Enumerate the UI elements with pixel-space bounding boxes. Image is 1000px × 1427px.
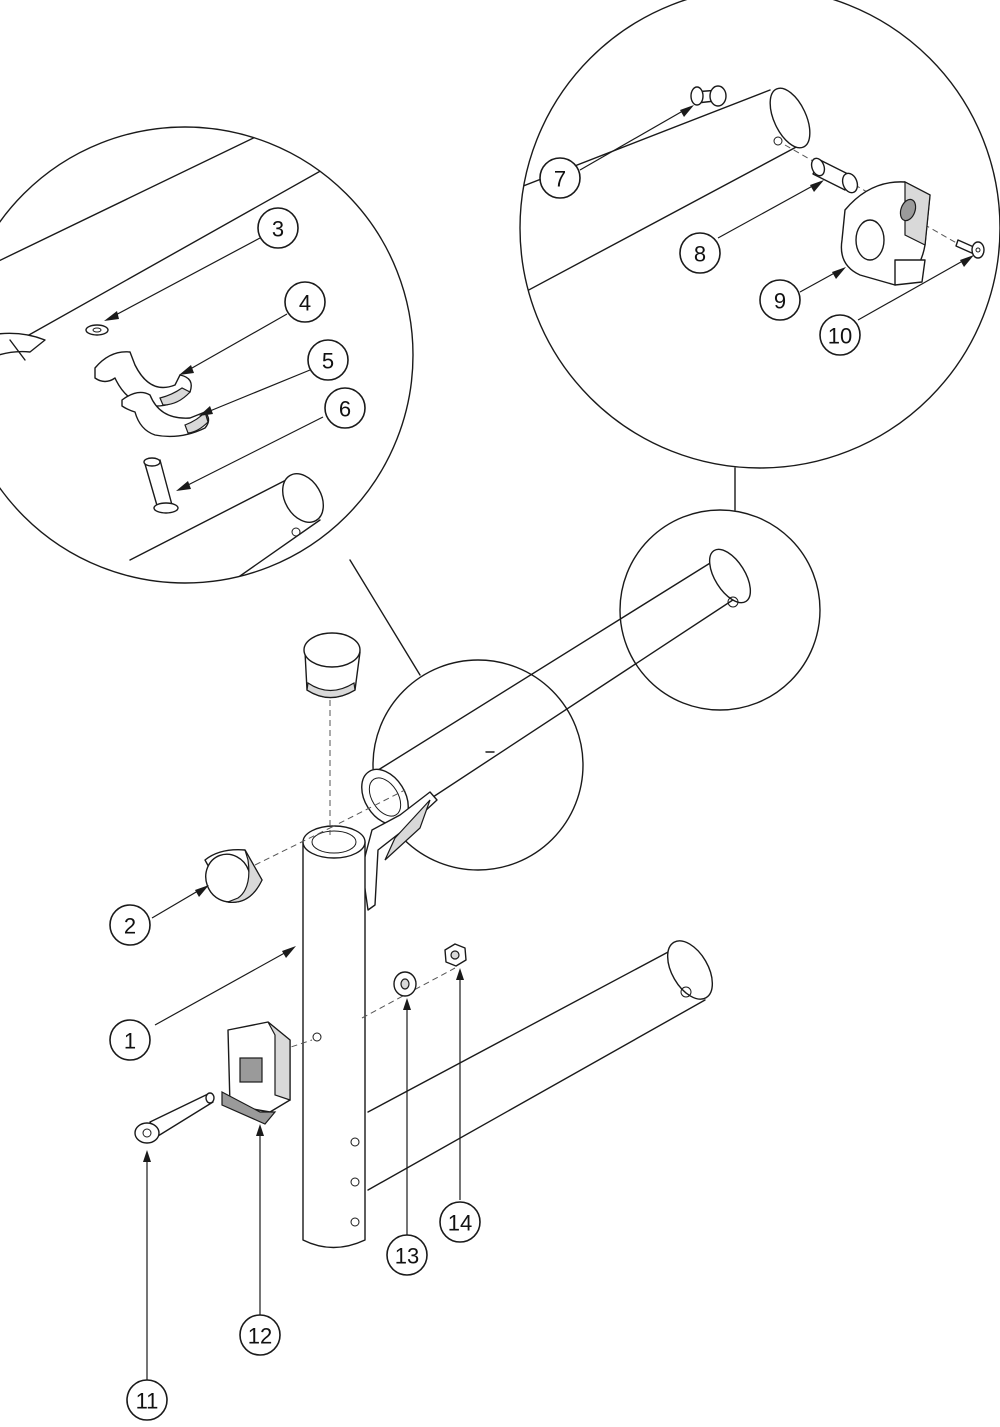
left-detail-view: [0, 126, 414, 584]
callout-3: 3: [257, 207, 299, 249]
part-4-clamp: [94, 351, 192, 407]
part-13-washer: [393, 971, 417, 997]
callout-7: 7: [539, 157, 581, 199]
part-14-nut: [444, 943, 467, 967]
main-assembly: [134, 548, 752, 1382]
part-9-clamp-block: [840, 181, 931, 286]
svg-text:12: 12: [248, 1324, 272, 1349]
svg-text:1: 1: [124, 1029, 136, 1054]
tube-cap-top: [303, 632, 361, 699]
svg-text:4: 4: [299, 291, 311, 316]
svg-text:7: 7: [554, 167, 566, 192]
svg-text:10: 10: [828, 324, 852, 349]
callout-5: 5: [307, 339, 349, 381]
callout-12: 12: [239, 1314, 281, 1356]
part-5-clamp: [121, 391, 210, 438]
callout-8: 8: [679, 232, 721, 274]
svg-text:13: 13: [395, 1244, 419, 1269]
callout-13: 13: [386, 1234, 428, 1276]
right-detail-view: [519, 0, 1000, 469]
part-11-bolt: [134, 1092, 215, 1144]
part-12-clamp: [221, 1021, 291, 1125]
part-7-pin: [690, 85, 727, 107]
callout-14: 14: [439, 1201, 481, 1243]
right-detail-circle: [519, 0, 1000, 469]
detail-connector-left: [349, 559, 421, 676]
svg-text:9: 9: [774, 289, 786, 314]
part-6-pin: [143, 457, 179, 514]
callout-11: 11: [126, 1379, 168, 1421]
svg-text:6: 6: [339, 397, 351, 422]
part-8-spacer: [810, 157, 859, 194]
callout-6: 6: [324, 387, 366, 429]
part-3-washer: [85, 324, 109, 336]
part-2-end-plug: [204, 849, 263, 904]
svg-text:11: 11: [136, 1389, 159, 1414]
reference-circle-tube-end: [619, 509, 821, 711]
callout-10: 10: [819, 314, 861, 356]
left-detail-circle: [0, 126, 414, 584]
reference-circle-joint: [372, 659, 584, 871]
svg-text:14: 14: [448, 1211, 472, 1236]
callout-4: 4: [284, 281, 326, 323]
svg-text:8: 8: [694, 242, 706, 267]
callout-9: 9: [759, 279, 801, 321]
part-10-screw: [955, 239, 985, 259]
svg-text:5: 5: [322, 349, 334, 374]
part-1-vertical-tube: [302, 841, 366, 1249]
svg-text:3: 3: [272, 217, 284, 242]
callout-2: 2: [109, 904, 151, 946]
svg-text:2: 2: [124, 914, 136, 939]
callout-1: 1: [109, 1019, 151, 1061]
